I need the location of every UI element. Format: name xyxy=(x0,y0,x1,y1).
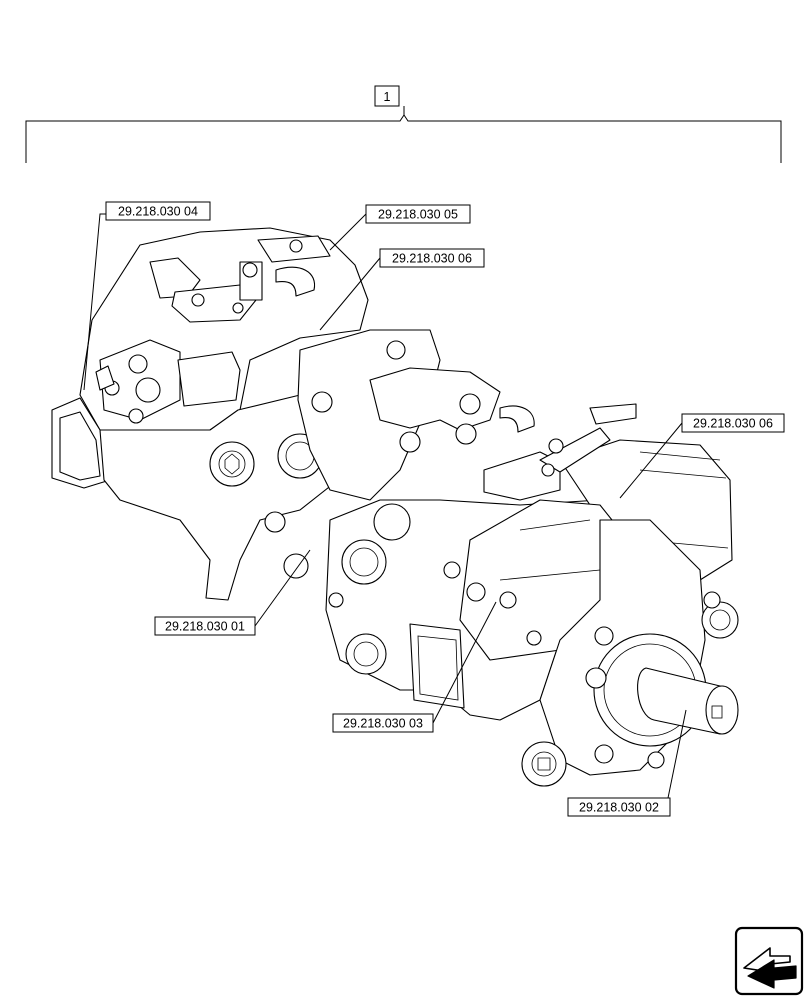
callout-29-218-030-03[interactable]: 29.218.030 03 xyxy=(332,713,434,733)
callout-29-218-030-06-right[interactable]: 29.218.030 06 xyxy=(681,413,785,433)
callout-29-218-030-06-upper[interactable]: 29.218.030 06 xyxy=(379,248,485,268)
callout-label: 29.218.030 05 xyxy=(378,208,458,222)
next-page-arrow-icon xyxy=(743,947,797,989)
callout-29-218-030-01[interactable]: 29.218.030 01 xyxy=(154,616,256,636)
next-page-arrow-button[interactable] xyxy=(734,926,804,996)
callout-label: 29.218.030 04 xyxy=(118,205,198,219)
callout-29-218-030-05[interactable]: 29.218.030 05 xyxy=(365,204,471,224)
callout-label: 29.218.030 03 xyxy=(343,717,423,731)
assembly-item-number: 1 xyxy=(384,90,391,104)
hydraulic-pump-assembly-drawing xyxy=(51,227,739,787)
callout-label: 29.218.030 06 xyxy=(392,252,472,266)
callout-label: 29.218.030 01 xyxy=(165,620,245,634)
callout-29-218-030-04[interactable]: 29.218.030 04 xyxy=(105,201,211,221)
callout-labels: 29.218.030 04 29.218.030 05 29.218.030 0… xyxy=(105,201,785,817)
assembly-bracket: 1 xyxy=(25,85,782,163)
callout-29-218-030-02[interactable]: 29.218.030 02 xyxy=(567,797,671,817)
callout-label: 29.218.030 06 xyxy=(693,417,773,431)
callout-leaders xyxy=(83,213,687,799)
callout-label: 29.218.030 02 xyxy=(579,801,659,815)
